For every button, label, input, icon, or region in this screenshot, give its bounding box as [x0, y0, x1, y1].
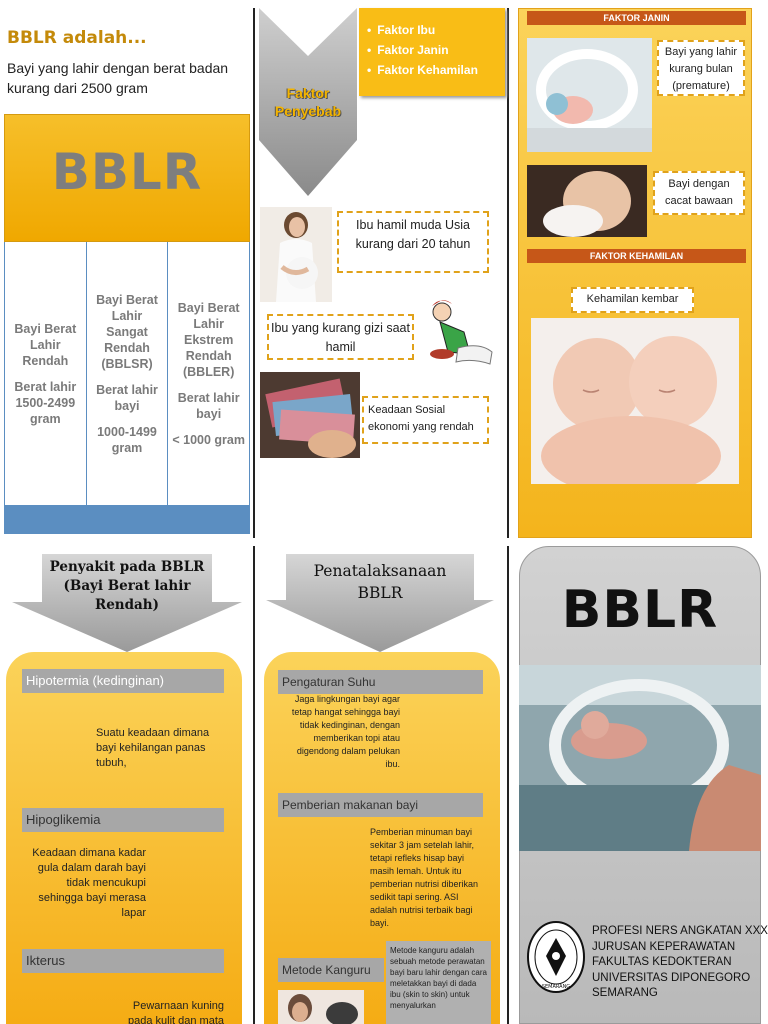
category-name: Bayi Berat Lahir Sangat Rendah (BBLSR) [96, 292, 158, 371]
institution-line: FAKULTAS KEDOKTERAN [592, 956, 732, 968]
money-photo [260, 372, 360, 458]
seal-text: SEMARANG [542, 984, 570, 990]
institution-line: PROFESI NERS ANGKATAN XXX [592, 925, 768, 937]
baby-birth-defect-photo [527, 165, 647, 237]
section-text-suhu: Jaga lingkungan bayi agar tetap hangat s… [291, 694, 400, 769]
factor-item: Faktor Kehamilan [367, 60, 505, 80]
faktor-janin-header: FAKTOR JANIN [527, 11, 746, 25]
category-weight: < 1000 gram [172, 432, 245, 447]
institution-line: JURUSAN KEPERAWATAN [592, 940, 736, 953]
section-title-ikterus: Ikterus [22, 949, 224, 973]
cover-title: BBLR [561, 580, 719, 640]
institution-block: PROFESI NERS ANGKATAN XXX JURUSAN KEPERA… [592, 924, 768, 1002]
blue-footer-bar [4, 506, 250, 534]
section-title-makanan: Pemberian makanan bayi [278, 793, 483, 817]
definition-heading: BBLR adalah... [7, 28, 147, 48]
category-name: Bayi Berat Lahir Ekstrem Rendah (BBLER) [177, 300, 240, 379]
bblr-title-box: BBLR [4, 114, 250, 242]
section-text-ikterus: Pewarnaan kuning pada kulit dan mata [127, 1000, 224, 1024]
penatalaksanaan-arrow-shape [266, 554, 494, 652]
janin-defect-label: Bayi dengan cacat bawaan [653, 171, 745, 215]
penyakit-arrow-shape [12, 554, 242, 652]
factor-list: Faktor Ibu Faktor Janin Faktor Kehamilan [359, 8, 505, 96]
kanguru-description-box: Metode kanguru adalah sebuah metode pera… [386, 941, 491, 1024]
cause-low-income: Keadaan Sosial ekonomi yang rendah [362, 396, 489, 444]
woman-illustration [430, 300, 493, 365]
faktor-penyebab-label: Faktor Penyebab [274, 85, 342, 119]
definition-text: Bayi yang lahir dengan berat badan kuran… [7, 60, 229, 96]
section-title-kanguru: Metode Kanguru [278, 958, 384, 982]
twin-babies-photo [531, 318, 739, 484]
penyakit-arrow-label: Penyakit pada BBLR (Bayi Berat lahir Ren… [49, 559, 205, 613]
institution-line: UNIVERSITAS DIPONEGORO [592, 971, 751, 984]
category-weight: Berat lahir 1500-2499 gram [14, 379, 77, 426]
section-text-kanguru: Metode kanguru adalah sebuah metode pera… [390, 946, 487, 1010]
section-text-hipotermia: Suatu keadaan dimana bayi kehilangan pan… [96, 727, 210, 769]
university-seal-logo: SEMARANG [527, 921, 585, 993]
cover-incubator-photo [519, 665, 761, 851]
section-title-hipoglikemia: Hipoglikemia [22, 808, 224, 832]
factor-item: Faktor Janin [367, 40, 505, 60]
bblr-box-title: BBLR [51, 143, 203, 201]
janin-premature-label: Bayi yang lahir kurang bulan (premature) [657, 40, 745, 96]
premature-baby-incubator-photo [527, 38, 652, 152]
down-arrow-shape [259, 8, 357, 196]
section-title-hipotermia: Hipotermia (kedinginan) [22, 669, 224, 693]
cause-young-mother: Ibu hamil muda Usia kurang dari 20 tahun [337, 211, 489, 273]
pregnant-woman-photo [260, 207, 332, 302]
institution-line: SEMARANG [592, 987, 658, 999]
section-title-suhu: Pengaturan Suhu [278, 670, 483, 694]
category-weight: 1000-1499 gram [97, 424, 157, 455]
category-bblsr: Bayi Berat Lahir Sangat Rendah (BBLSR) B… [85, 242, 168, 505]
section-text-makanan: Pemberian minuman bayi sekitar 3 jam set… [370, 827, 479, 928]
category-name: Bayi Berat Lahir Rendah [14, 321, 77, 368]
bblr-category-table: Bayi Berat Lahir Rendah Berat lahir 1500… [4, 242, 250, 506]
penatalaksanaan-arrow-label: Penatalaksanaan BBLR [313, 562, 447, 602]
factor-item: Faktor Ibu [367, 20, 505, 40]
category-weight-label: Berat lahir bayi [96, 382, 158, 413]
kanguru-photo [278, 990, 364, 1024]
category-bbler: Bayi Berat Lahir Ekstrem Rendah (BBLER) … [167, 242, 249, 505]
category-weight-label: Berat lahir bayi [177, 390, 240, 421]
section-text-hipoglikemia: Keadaan dimana kadar gula dalam darah ba… [32, 847, 146, 919]
faktor-kehamilan-header: FAKTOR KEHAMILAN [527, 249, 746, 263]
category-bblr: Bayi Berat Lahir Rendah Berat lahir 1500… [5, 242, 86, 505]
cause-malnutrition: Ibu yang kurang gizi saat hamil [267, 314, 414, 360]
kehamilan-kembar-label: Kehamilan kembar [571, 287, 694, 313]
